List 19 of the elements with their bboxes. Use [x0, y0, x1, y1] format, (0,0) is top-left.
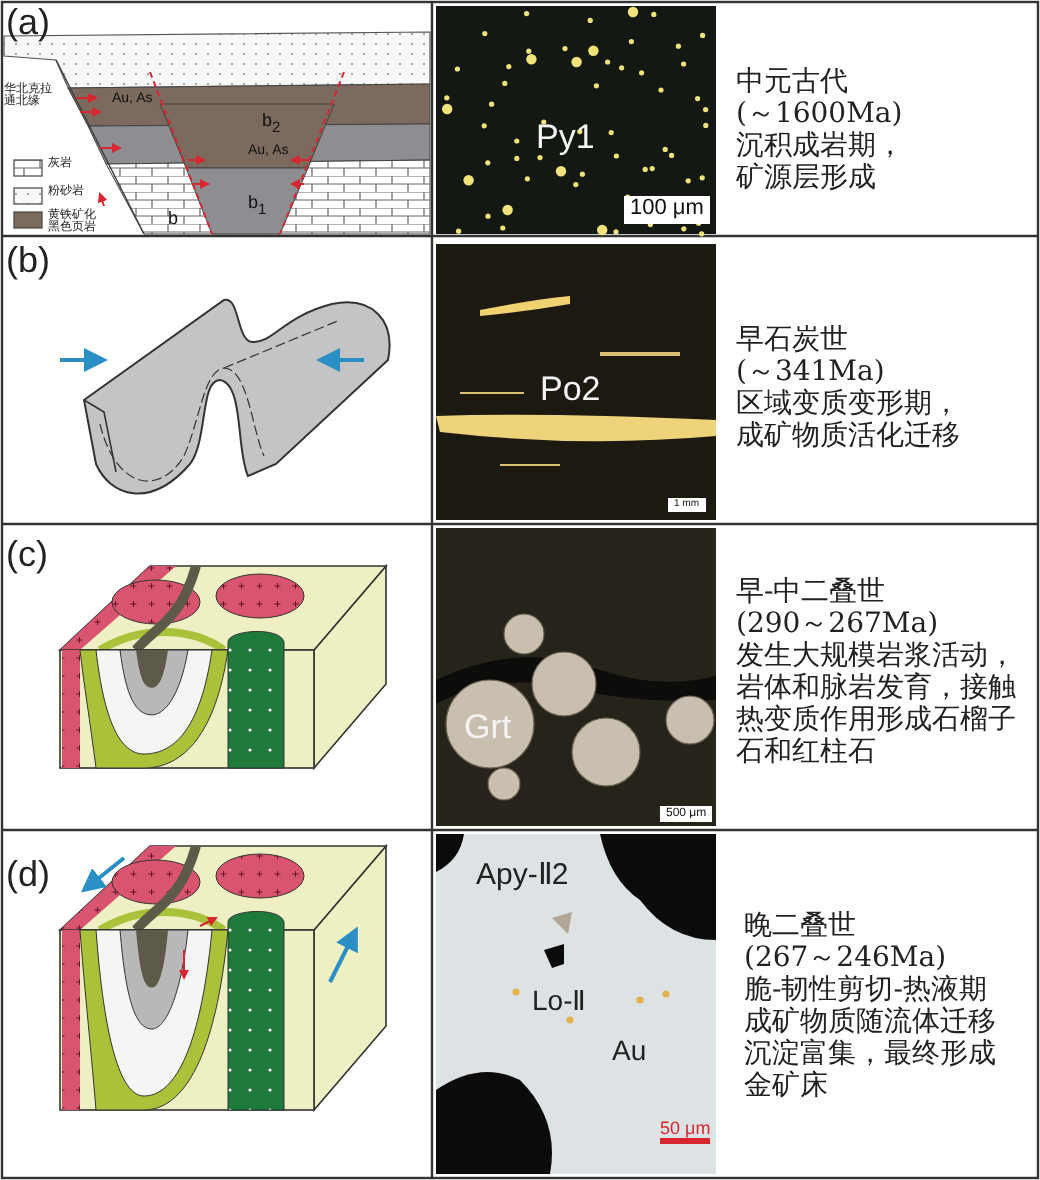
mineral-label: Py1 — [536, 120, 595, 156]
panel-letter: (a) — [6, 4, 50, 42]
stage-description: 早-中二叠世(290～267Ma)发生大规模岩浆活动，岩体和脉岩发育，接触热变质作用形成石榴子石和红柱石 — [736, 576, 1016, 768]
layer-label: b$_{1}$ — [248, 194, 267, 218]
mineral-label: Grt — [464, 710, 512, 746]
mineral-label: Po2 — [540, 372, 601, 408]
layer-label: b$_{2}$ — [262, 112, 281, 136]
stage-description: 晚二叠世(267～246Ma)脆-韧性剪切-热液期成矿物质随流体迁移沉淀富集，最终形成金矿床 — [744, 910, 996, 1102]
layer-label: b — [168, 210, 179, 229]
mineral-label: Au — [612, 1036, 647, 1066]
mineral-label: Apy-Ⅱ2 — [476, 860, 569, 892]
mineral-label: Lo-Ⅱ — [532, 986, 587, 1016]
panel-letter: (c) — [6, 536, 48, 574]
stage-description: 早石炭世(～341Ma)区域变质变形期，成矿物质活化迁移 — [736, 324, 960, 452]
scale-bar: 100 μm — [624, 196, 710, 224]
panel-letter: (b) — [6, 242, 50, 280]
panel-letter: (d) — [6, 856, 50, 894]
scale-bar: 50 μm — [660, 1120, 711, 1145]
stage-description: 中元古代(～1600Ma)沉积成岩期，矿源层形成 — [736, 66, 904, 194]
